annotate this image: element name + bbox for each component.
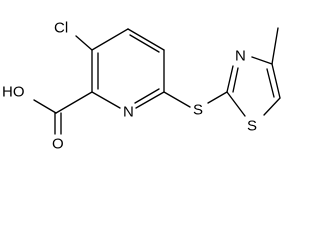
bond-n3-c4 bbox=[251, 56, 273, 65]
bond-carboxyl-oh bbox=[33, 99, 57, 114]
bond-c5-s1 bbox=[263, 97, 281, 116]
bond-c4-c5-double bbox=[266, 68, 275, 98]
bond-c6-n1 bbox=[135, 91, 165, 109]
bond-c2-carboxyl bbox=[55, 91, 93, 114]
pyridine-ring bbox=[91, 28, 165, 109]
bond-c4-c5 bbox=[271, 63, 281, 99]
bond-s-c2thiazole bbox=[207, 91, 228, 104]
bond-c6-n1-double bbox=[134, 88, 160, 104]
bond-n1-c2 bbox=[91, 91, 121, 109]
bond-c2-n3 bbox=[226, 65, 234, 93]
thioether-sulfur-label: S bbox=[193, 102, 203, 119]
bond-s1-c2 bbox=[226, 91, 246, 117]
thiazole-nitrogen-label: N bbox=[235, 48, 246, 65]
chlorine-atom: Cl bbox=[54, 20, 68, 37]
bond-c2-n3-double bbox=[232, 67, 239, 93]
carboxylic-acid-group: HO O bbox=[2, 84, 93, 153]
thiazole-ring: N S bbox=[226, 48, 281, 135]
molecule-structure: Cl HO O N S N S bbox=[2, 20, 281, 153]
pyridine-nitrogen-label: N bbox=[123, 104, 134, 121]
bond-c4-methyl bbox=[271, 27, 279, 65]
bond-c4-c5-double bbox=[129, 34, 160, 53]
bond-c6-s bbox=[163, 91, 191, 108]
bond-c3-c4 bbox=[91, 28, 129, 51]
bond-c4-c5 bbox=[127, 28, 165, 51]
carbonyl-oxygen-label: O bbox=[52, 136, 64, 153]
hydroxyl-label: HO bbox=[2, 84, 25, 101]
thiazole-sulfur-label: S bbox=[247, 118, 257, 135]
bond-c3-cl bbox=[75, 35, 93, 51]
